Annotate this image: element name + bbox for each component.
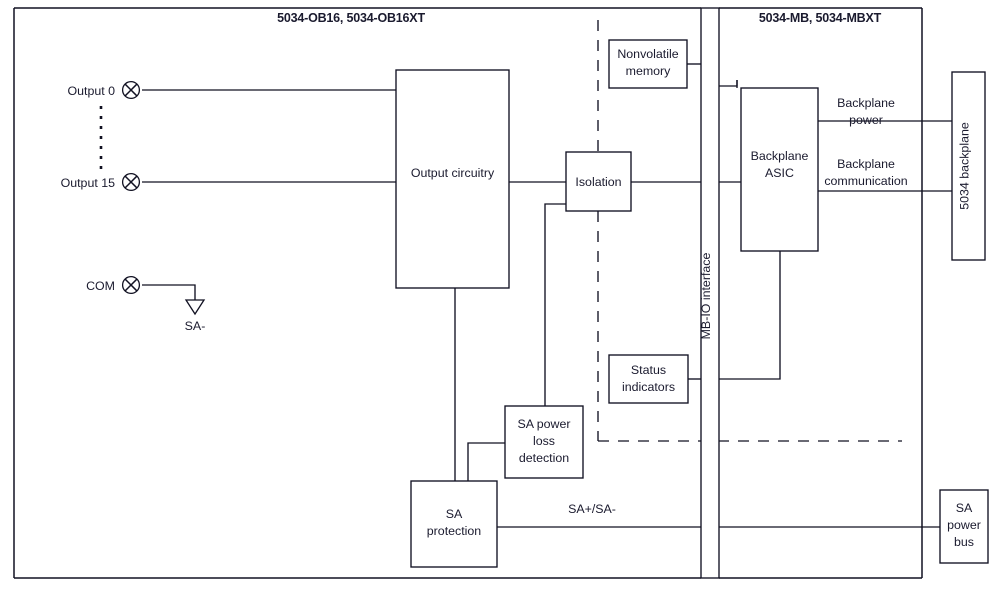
box-sa-protection: SA protection <box>410 480 498 568</box>
box-mb-io-interface-label: MB-IO interface <box>699 253 713 340</box>
box-5034-backplane-label: 5034 backplane <box>958 122 972 210</box>
sa-minus-ground-arrow-icon <box>184 299 206 316</box>
label-sa-plus-minus: SA+/SA- <box>568 502 616 516</box>
wire-com-to-sa-minus <box>142 284 206 316</box>
screw-terminal-cross-icon <box>124 83 138 97</box>
box-isolation-label: Isolation <box>575 175 621 189</box>
label-backplane-communication: Backplane communication <box>824 157 907 188</box>
box-mb-io-interface: MB-IO interface <box>699 7 720 579</box>
screw-terminal-cross-icon <box>124 278 138 292</box>
label-backplane-power: Backplane power <box>837 96 895 127</box>
box-nonvolatile-memory-label-line2: memory <box>626 64 672 78</box>
box-nonvolatile-memory: Nonvolatile memory <box>608 39 688 89</box>
box-sa-power-loss-label-line1: SA power <box>517 417 570 431</box>
screw-terminal-cross-icon <box>124 175 138 189</box>
box-sa-power-bus-label-line3: bus <box>954 535 974 549</box>
sa-minus-label: SA- <box>185 319 206 333</box>
terminal-com-label: COM <box>86 279 115 293</box>
box-nonvolatile-memory-label-line1: Nonvolatile <box>617 47 678 61</box>
box-status-indicators-label-line2: indicators <box>622 380 675 394</box>
box-status-indicators: Status indicators <box>608 354 689 404</box>
box-sa-protection-label-line2: protection <box>427 524 482 538</box>
label-backplane-power-line1: Backplane <box>837 96 895 110</box>
title-left-module: 5034-OB16, 5034-OB16XT <box>277 11 425 25</box>
terminal-output-0-label: Output 0 <box>67 84 115 98</box>
terminal-output-15[interactable]: Output 15 <box>61 172 141 192</box>
label-backplane-power-line2: power <box>849 113 883 127</box>
isolation-barrier-dashed-line <box>597 20 902 442</box>
wire-mb-io-to-backplane-asic-top <box>719 80 738 87</box>
box-sa-protection-label-line1: SA <box>446 507 463 521</box>
title-right-module: 5034-MB, 5034-MBXT <box>759 11 882 25</box>
box-backplane-asic: Backplane ASIC <box>740 87 819 252</box>
box-sa-power-bus-label-line1: SA <box>956 501 973 515</box>
box-5034-backplane: 5034 backplane <box>951 71 986 261</box>
wire-sa-power-loss-detection-to-sa-protection <box>467 442 505 481</box>
terminal-output-0[interactable]: Output 0 <box>67 80 141 100</box>
box-sa-power-loss-label-line3: detection <box>519 451 569 465</box>
outer-frame <box>13 7 923 579</box>
terminal-output-15-label: Output 15 <box>61 176 116 190</box>
wire-mb-io-to-backplane-asic-bottom <box>719 251 781 380</box>
wire-isolation-to-sa-power-loss-detection <box>544 203 566 406</box>
box-backplane-asic-label-line2: ASIC <box>765 166 794 180</box>
label-backplane-communication-line1: Backplane <box>837 157 895 171</box>
box-isolation: Isolation <box>565 151 632 212</box>
box-sa-power-bus: SA power bus <box>939 489 989 564</box>
box-sa-power-loss-label-line2: loss <box>533 434 555 448</box>
box-output-circuitry-label: Output circuitry <box>411 166 495 180</box>
box-status-indicators-label-line1: Status <box>631 363 666 377</box>
label-backplane-communication-line2: communication <box>824 174 907 188</box>
terminal-com[interactable]: COM <box>86 275 141 295</box>
box-backplane-asic-label-line1: Backplane <box>751 149 809 163</box>
box-sa-power-loss-detection: SA power loss detection <box>504 405 584 479</box>
box-output-circuitry: Output circuitry <box>395 69 510 289</box>
box-sa-power-bus-label-line2: power <box>947 518 981 532</box>
